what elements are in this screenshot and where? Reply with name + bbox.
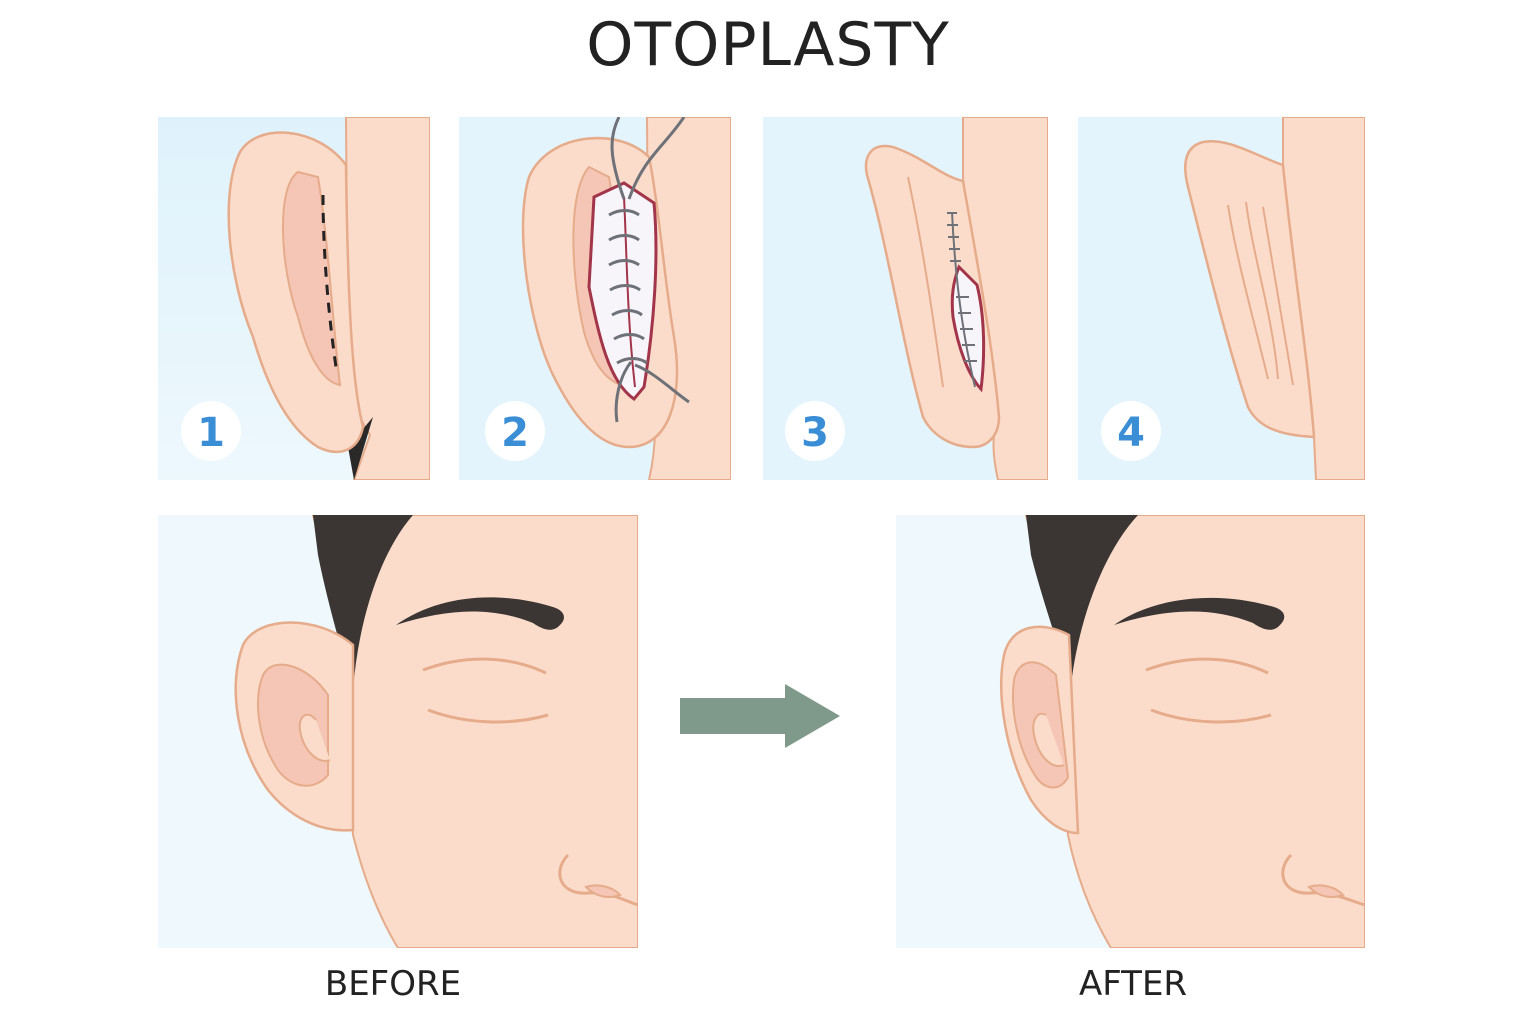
step-badge [181,401,241,461]
eyebrow [1114,597,1285,630]
nostril [584,884,622,898]
step-badge [485,401,545,461]
eyelid-lower [1150,708,1272,724]
eyelid-upper [422,657,547,675]
after-label: AFTER [1078,964,1188,1004]
step-panel-4: 4 [1078,117,1365,480]
step-number: 4 [1117,410,1145,456]
right-arrow-icon [680,684,840,748]
before-label: BEFORE [324,964,462,1004]
after-panel [896,515,1365,948]
nose [558,853,638,907]
hair-shadow [348,417,373,480]
page-title: OTOPLASTY [586,10,950,80]
step-badge [1101,401,1161,461]
hair [1026,515,1138,685]
eyelid-upper [1145,657,1269,675]
ear-fold [298,713,331,762]
nose [1281,853,1365,907]
ear-inner [257,663,329,787]
incision-line [321,194,338,368]
step-panel-2: 2 [459,117,731,480]
skin-flap [587,181,658,402]
ear-inner [281,170,342,387]
ear-outer [1184,139,1316,439]
step-panel-3: 3 [763,117,1048,480]
ear-fold [1032,712,1065,767]
suture-line [623,196,636,388]
step-number: 1 [197,410,225,456]
before-panel [158,515,638,948]
eyelid-lower [427,708,549,724]
step-number: 3 [801,410,829,456]
hair [313,515,413,690]
nostril [1307,884,1345,898]
eyebrow [396,597,564,630]
step-panel-1: 1 [158,117,430,480]
step-badge [785,401,845,461]
ear-outer [864,144,1001,449]
ear-fold [907,176,944,388]
suture-line [951,211,976,388]
step-number: 2 [501,410,529,456]
